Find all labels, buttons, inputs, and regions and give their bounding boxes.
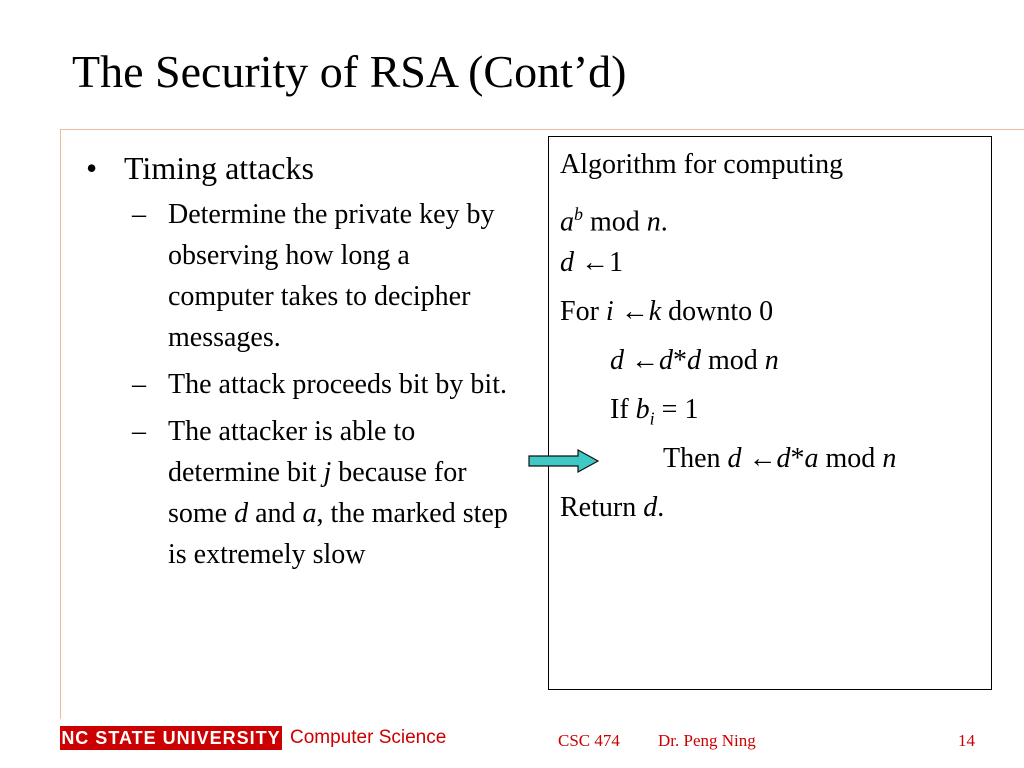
variable-d: d xyxy=(643,492,658,523)
variable-d: d xyxy=(560,247,574,278)
exponent-b: b xyxy=(574,204,583,224)
department-name: Computer Science xyxy=(290,727,447,748)
text-fragment: = 1 xyxy=(654,394,699,425)
variable-d: d xyxy=(776,443,791,474)
variable-n: n xyxy=(646,206,661,238)
variable-d: d xyxy=(687,345,701,376)
sub-bullet-text: The attack proceeds bit by bit. xyxy=(168,369,507,400)
text-fragment: and xyxy=(248,498,303,529)
horizontal-divider xyxy=(60,129,1024,130)
assign-arrow: ← xyxy=(581,247,609,278)
text-fragment: mod xyxy=(818,443,883,474)
variable-a: a xyxy=(560,206,574,238)
variable-b: b xyxy=(635,394,650,425)
algorithm-box: Algorithm for computing ab mod n. d ←1 F… xyxy=(548,136,992,690)
variable-n: n xyxy=(882,443,897,474)
university-logo: NC STATE UNIVERSITY xyxy=(60,726,282,750)
algorithm-line: For i ←k downto 0 xyxy=(560,295,773,329)
variable-j: j xyxy=(323,457,332,488)
assign-arrow: ← xyxy=(748,443,777,474)
text-fragment: 1 xyxy=(609,247,623,278)
bullet-item: • Timing attacks xyxy=(86,146,526,190)
text-fragment: For xyxy=(560,296,606,327)
text-fragment: . xyxy=(660,206,668,238)
sub-bullet-item: – Determine the private key by observing… xyxy=(86,194,518,358)
marker-arrow-icon xyxy=(528,449,600,473)
variable-a: a xyxy=(804,443,819,474)
variable-a: a xyxy=(302,498,317,529)
vertical-divider xyxy=(60,129,61,719)
bullet-marker: • xyxy=(86,150,98,186)
algorithm-line: d ←d*d mod n xyxy=(610,344,779,378)
variable-b: b xyxy=(574,204,583,224)
text-fragment: The attacker is able to determine bit xyxy=(168,416,416,488)
text-fragment: mod xyxy=(583,206,647,238)
variable-k: k xyxy=(648,296,662,327)
algorithm-line-marked: Then d ←d*a mod n xyxy=(663,442,896,476)
page-number: 14 xyxy=(958,731,975,750)
sub-bullet-item: – The attacker is able to determine bit … xyxy=(86,411,518,575)
variable-d: d xyxy=(659,345,673,376)
text-fragment: downto 0 xyxy=(661,296,774,327)
variable-d: d xyxy=(727,443,742,474)
sub-bullet-text: The attacker is able to determine bit j … xyxy=(168,416,508,570)
text-fragment: If xyxy=(610,394,636,425)
slide-title: The Security of RSA (Cont’d) xyxy=(72,46,627,97)
instructor-name: Dr. Peng Ning xyxy=(658,731,756,750)
text-fragment: Return xyxy=(560,492,644,523)
text-fragment: , the marked step is extremely slow xyxy=(168,498,508,570)
slide-footer: NC STATE UNIVERSITY Computer Science CSC… xyxy=(0,722,1024,762)
text-fragment: Then xyxy=(663,443,728,474)
variable-d: d xyxy=(610,345,624,376)
variable-i: i xyxy=(605,296,614,327)
algorithm-line: If bi = 1 xyxy=(610,393,698,436)
variable-n: n xyxy=(764,345,779,376)
sub-bullet-marker: – xyxy=(132,369,146,400)
sub-bullet-marker: – xyxy=(132,199,146,230)
assign-arrow: ← xyxy=(620,296,649,327)
algorithm-line: Algorithm for computing xyxy=(560,149,844,180)
sub-bullet-marker: – xyxy=(132,416,146,447)
subscript-i: i xyxy=(650,409,655,429)
algorithm-line: d ←1 xyxy=(560,246,623,280)
marker-arrow-shape xyxy=(528,449,600,473)
text-fragment: because for some xyxy=(168,457,467,529)
algorithm-line: Return d. xyxy=(560,491,664,525)
course-code: CSC 474 xyxy=(558,731,620,750)
assign-arrow: ← xyxy=(631,345,659,376)
variable-i: i xyxy=(649,408,655,429)
bullet-list: • Timing attacks – Determine the private… xyxy=(86,146,526,575)
sub-bullet-text: Determine the private key by observing h… xyxy=(168,199,495,353)
text-fragment: . xyxy=(657,492,665,523)
variable-d: d xyxy=(234,498,249,529)
sub-bullet-item: – The attack proceeds bit by bit. xyxy=(86,364,518,405)
algorithm-line: ab mod n. xyxy=(560,197,668,239)
text-fragment: * xyxy=(673,345,687,376)
text-fragment: mod xyxy=(701,345,765,376)
bullet-text: Timing attacks xyxy=(124,150,314,186)
text-fragment: * xyxy=(790,443,805,474)
